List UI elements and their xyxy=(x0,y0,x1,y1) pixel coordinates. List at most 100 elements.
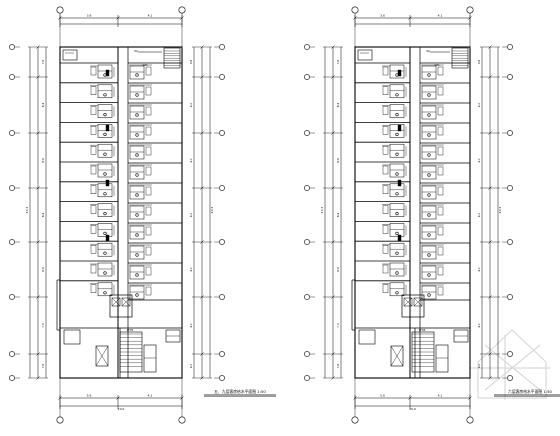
plumbing-fixture xyxy=(395,251,399,255)
shaft xyxy=(95,345,109,367)
dim-slash xyxy=(488,240,492,244)
fixture-box xyxy=(90,86,97,96)
staircase xyxy=(451,47,469,69)
fixture-box xyxy=(437,246,444,256)
plumbing-fixture xyxy=(427,73,431,77)
room-tag: 3A xyxy=(134,49,139,53)
building-outline xyxy=(59,46,183,379)
plumbing-fixture xyxy=(427,93,431,97)
fixture-box xyxy=(90,284,97,293)
plumbing-fixture xyxy=(395,112,399,117)
bathroom xyxy=(97,262,113,277)
dim-text-top: 4.1 xyxy=(438,14,443,18)
bathroom xyxy=(97,223,113,237)
bathroom xyxy=(389,203,405,217)
shaft-x xyxy=(390,345,404,367)
plumbing-fixture xyxy=(427,153,431,157)
dim-slash xyxy=(36,295,40,299)
dim-slash xyxy=(116,16,120,20)
dim-text-bottom-total: 10.0 xyxy=(118,407,125,411)
plumbing-fixture xyxy=(103,132,107,136)
bathroom xyxy=(97,282,113,297)
fixture-box xyxy=(90,244,97,254)
dim-text-right: 43.3 xyxy=(498,207,502,214)
bathroom xyxy=(97,242,113,257)
fixture-box xyxy=(382,244,389,254)
pipe-riser xyxy=(105,69,110,77)
bathroom xyxy=(129,225,145,240)
plumbing-fixture xyxy=(135,73,139,77)
bathroom xyxy=(389,262,405,277)
dim-text-right: 4.2 xyxy=(189,213,193,218)
fixture-box xyxy=(382,145,389,155)
pipe-riser xyxy=(105,234,110,242)
dim-slash xyxy=(200,75,204,79)
dim-text-top: 3.6 xyxy=(380,14,385,18)
fixture-box xyxy=(437,206,444,216)
dim-text-left: 8.4 xyxy=(336,103,340,108)
bathroom xyxy=(389,242,405,257)
bathroom xyxy=(129,85,145,100)
fixture-box xyxy=(437,126,444,136)
dim-slash xyxy=(408,16,412,20)
fixture-box xyxy=(90,264,97,274)
fixture-box xyxy=(382,284,389,293)
plumbing-fixture xyxy=(135,233,139,237)
fixture-box xyxy=(437,106,444,116)
dim-slash xyxy=(331,75,335,79)
bathroom xyxy=(97,183,113,198)
storage-box xyxy=(62,49,78,61)
fixture-box xyxy=(145,206,152,216)
elevator-lobby xyxy=(109,294,133,318)
bathroom xyxy=(97,163,113,178)
dim-slash xyxy=(36,376,40,380)
axis-bubble xyxy=(56,416,64,424)
axis-bubble xyxy=(178,6,186,14)
axis-bubble xyxy=(9,130,15,136)
axis-bubble xyxy=(507,130,513,136)
watermark-outline xyxy=(477,329,547,399)
plumbing-fixture xyxy=(135,193,139,197)
dim-text-right: 4.2 xyxy=(189,323,193,328)
dim-text-left: 7.3 xyxy=(41,323,45,328)
axis-bubble xyxy=(304,130,310,136)
plumbing-fixture xyxy=(103,172,107,176)
fixture-box xyxy=(145,246,152,256)
shaft xyxy=(390,345,404,367)
dim-text-left: 7.3 xyxy=(336,323,340,328)
plumbing-fixture xyxy=(135,253,139,257)
axis-bubble xyxy=(9,74,15,80)
bathroom xyxy=(129,265,145,280)
fixture-box xyxy=(90,66,97,76)
axis-bubble xyxy=(9,294,15,300)
dim-slash xyxy=(488,75,492,79)
bathroom xyxy=(389,163,405,178)
elevator-lobby xyxy=(401,294,425,318)
bathroom xyxy=(421,205,437,220)
bathroom xyxy=(389,143,405,158)
dim-slash xyxy=(488,186,492,190)
axis-bubble xyxy=(219,74,225,80)
axis-bubble xyxy=(219,351,225,357)
fixture-box xyxy=(145,286,152,296)
bathroom xyxy=(389,183,405,198)
bathroom xyxy=(421,85,437,100)
plumbing-fixture xyxy=(427,233,431,237)
shaft-x xyxy=(95,345,109,367)
axis-bubble xyxy=(219,130,225,136)
axis-bubble xyxy=(507,294,513,300)
watermark xyxy=(470,329,550,400)
dim-text-right: 3.8 xyxy=(477,60,481,65)
dim-slash xyxy=(488,352,492,356)
dim-text-right: 4.2 xyxy=(477,364,481,369)
dim-text-right: 4.2 xyxy=(189,158,193,163)
bathroom xyxy=(421,125,437,140)
dim-text-right: 4.2 xyxy=(477,323,481,328)
dim-slash xyxy=(331,352,335,356)
shaft xyxy=(63,329,81,345)
plumbing-fixture xyxy=(395,271,399,275)
fixture-box xyxy=(145,266,152,276)
dim-text-left: 43.3 xyxy=(320,207,324,214)
fixture-box xyxy=(90,185,97,195)
dim-slash xyxy=(36,45,40,49)
